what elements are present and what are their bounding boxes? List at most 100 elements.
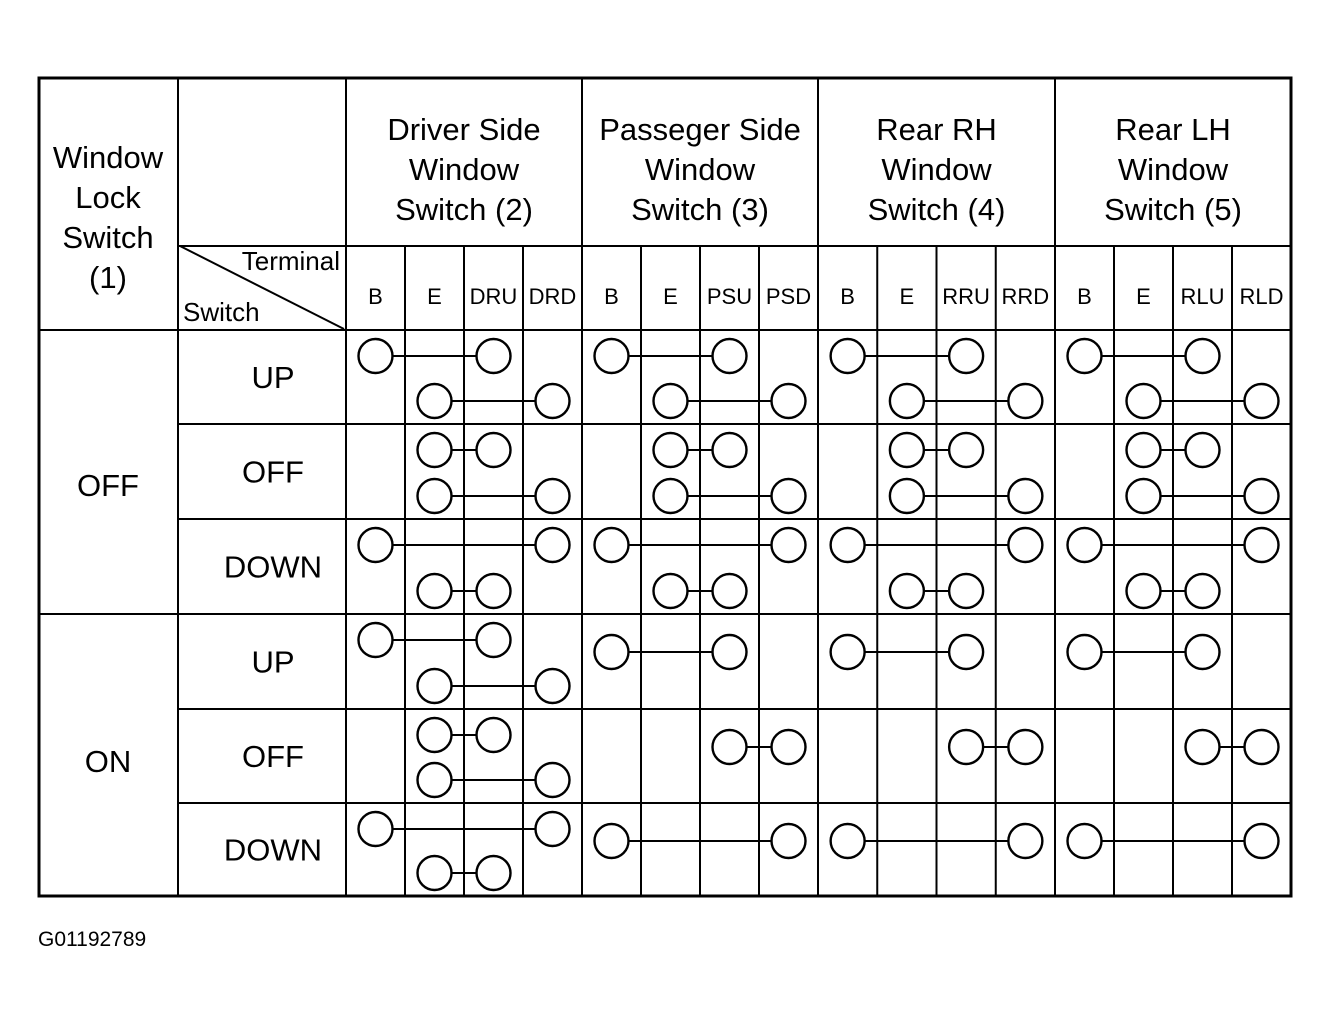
terminal-b: B <box>1077 284 1092 309</box>
lock-state-on: ON <box>85 744 132 779</box>
switch-position-off: OFF <box>242 739 304 774</box>
terminal-node <box>593 526 630 564</box>
lock-switch-label: Lock <box>75 180 141 215</box>
terminal-node <box>416 854 453 892</box>
terminal-node <box>947 572 985 610</box>
switch-group-title: Switch (4) <box>868 192 1006 227</box>
terminal-e: E <box>427 284 442 309</box>
corner-diagonal <box>179 245 345 330</box>
terminal-node <box>947 633 985 671</box>
switch-group-title: Window <box>409 152 520 187</box>
table-header: WindowLockSwitch(1)TerminalSwitchDriver … <box>53 112 1284 327</box>
continuity-circuits <box>357 337 1280 892</box>
lock-switch-label: Switch <box>62 220 153 255</box>
terminal-b: B <box>368 284 383 309</box>
lock-switch-label: (1) <box>89 260 127 295</box>
terminal-e: E <box>663 284 678 309</box>
table-frame <box>37 76 1293 898</box>
terminal-node <box>1066 822 1103 860</box>
terminal-node <box>1243 477 1280 515</box>
terminal-node <box>1066 337 1103 375</box>
switch-group-title: Driver Side <box>387 112 540 147</box>
terminal-node <box>711 337 748 375</box>
continuity-link <box>888 477 1044 515</box>
continuity-link <box>888 382 1044 420</box>
terminal-node <box>534 382 571 420</box>
lock-switch-label: Window <box>53 140 164 175</box>
terminal-node <box>534 667 571 705</box>
switch-position-up: UP <box>251 360 294 395</box>
terminal-rlu: RLU <box>1180 284 1224 309</box>
continuity-link <box>357 810 571 848</box>
switch-group-title: Switch (5) <box>1104 192 1242 227</box>
terminal-node <box>357 337 394 375</box>
continuity-link <box>829 526 1044 564</box>
terminal-dru: DRU <box>470 284 518 309</box>
terminal-node <box>888 382 926 420</box>
terminal-node <box>1007 822 1044 860</box>
terminal-node <box>416 667 453 705</box>
terminal-node <box>947 431 985 469</box>
switch-group-title: Switch (2) <box>395 192 533 227</box>
continuity-link <box>652 431 748 469</box>
terminal-node <box>1007 526 1044 564</box>
terminal-node <box>1125 382 1162 420</box>
terminal-node <box>829 822 866 860</box>
terminal-node <box>1243 822 1280 860</box>
continuity-link <box>888 431 985 469</box>
switch-position-down: DOWN <box>224 833 322 868</box>
continuity-link <box>593 337 748 375</box>
continuity-link <box>416 382 571 420</box>
terminal-node <box>888 572 926 610</box>
continuity-link <box>416 854 512 892</box>
terminal-node <box>1243 728 1280 766</box>
continuity-link <box>357 526 571 564</box>
terminal-node <box>416 716 453 754</box>
terminal-node <box>416 431 453 469</box>
terminal-label: Terminal <box>242 246 340 276</box>
terminal-node <box>711 728 748 766</box>
terminal-node <box>475 621 512 659</box>
terminal-node <box>1125 477 1162 515</box>
terminal-node <box>534 810 571 848</box>
terminal-node <box>770 477 807 515</box>
terminal-psd: PSD <box>766 284 811 309</box>
continuity-link <box>1125 431 1221 469</box>
switch-group-title: Rear LH <box>1115 112 1230 147</box>
terminal-node <box>534 761 571 799</box>
terminal-node <box>652 431 689 469</box>
terminal-node <box>711 572 748 610</box>
terminal-b: B <box>840 284 855 309</box>
continuity-link <box>829 633 985 671</box>
terminal-node <box>770 526 807 564</box>
terminal-node <box>1184 431 1221 469</box>
continuity-link <box>416 477 571 515</box>
terminal-node <box>770 382 807 420</box>
terminal-node <box>1184 337 1221 375</box>
continuity-link <box>829 337 985 375</box>
terminal-node <box>947 337 985 375</box>
terminal-node <box>652 477 689 515</box>
continuity-link <box>711 728 807 766</box>
switch-label: Switch <box>183 297 260 327</box>
terminal-rrd: RRD <box>1002 284 1050 309</box>
terminal-node <box>711 633 748 671</box>
continuity-link <box>416 716 512 754</box>
terminal-e: E <box>1136 284 1151 309</box>
continuity-link <box>652 572 748 610</box>
terminal-node <box>1066 526 1103 564</box>
terminal-node <box>888 431 926 469</box>
terminal-node <box>1184 728 1221 766</box>
continuity-link <box>1125 572 1221 610</box>
terminal-node <box>1243 526 1280 564</box>
continuity-link <box>357 337 512 375</box>
terminal-node <box>770 728 807 766</box>
terminal-node <box>416 477 453 515</box>
terminal-rru: RRU <box>942 284 990 309</box>
terminal-node <box>534 526 571 564</box>
switch-group-title: Switch (3) <box>631 192 769 227</box>
continuity-link <box>1066 633 1221 671</box>
table-grid <box>37 76 1293 898</box>
continuity-link <box>947 728 1044 766</box>
